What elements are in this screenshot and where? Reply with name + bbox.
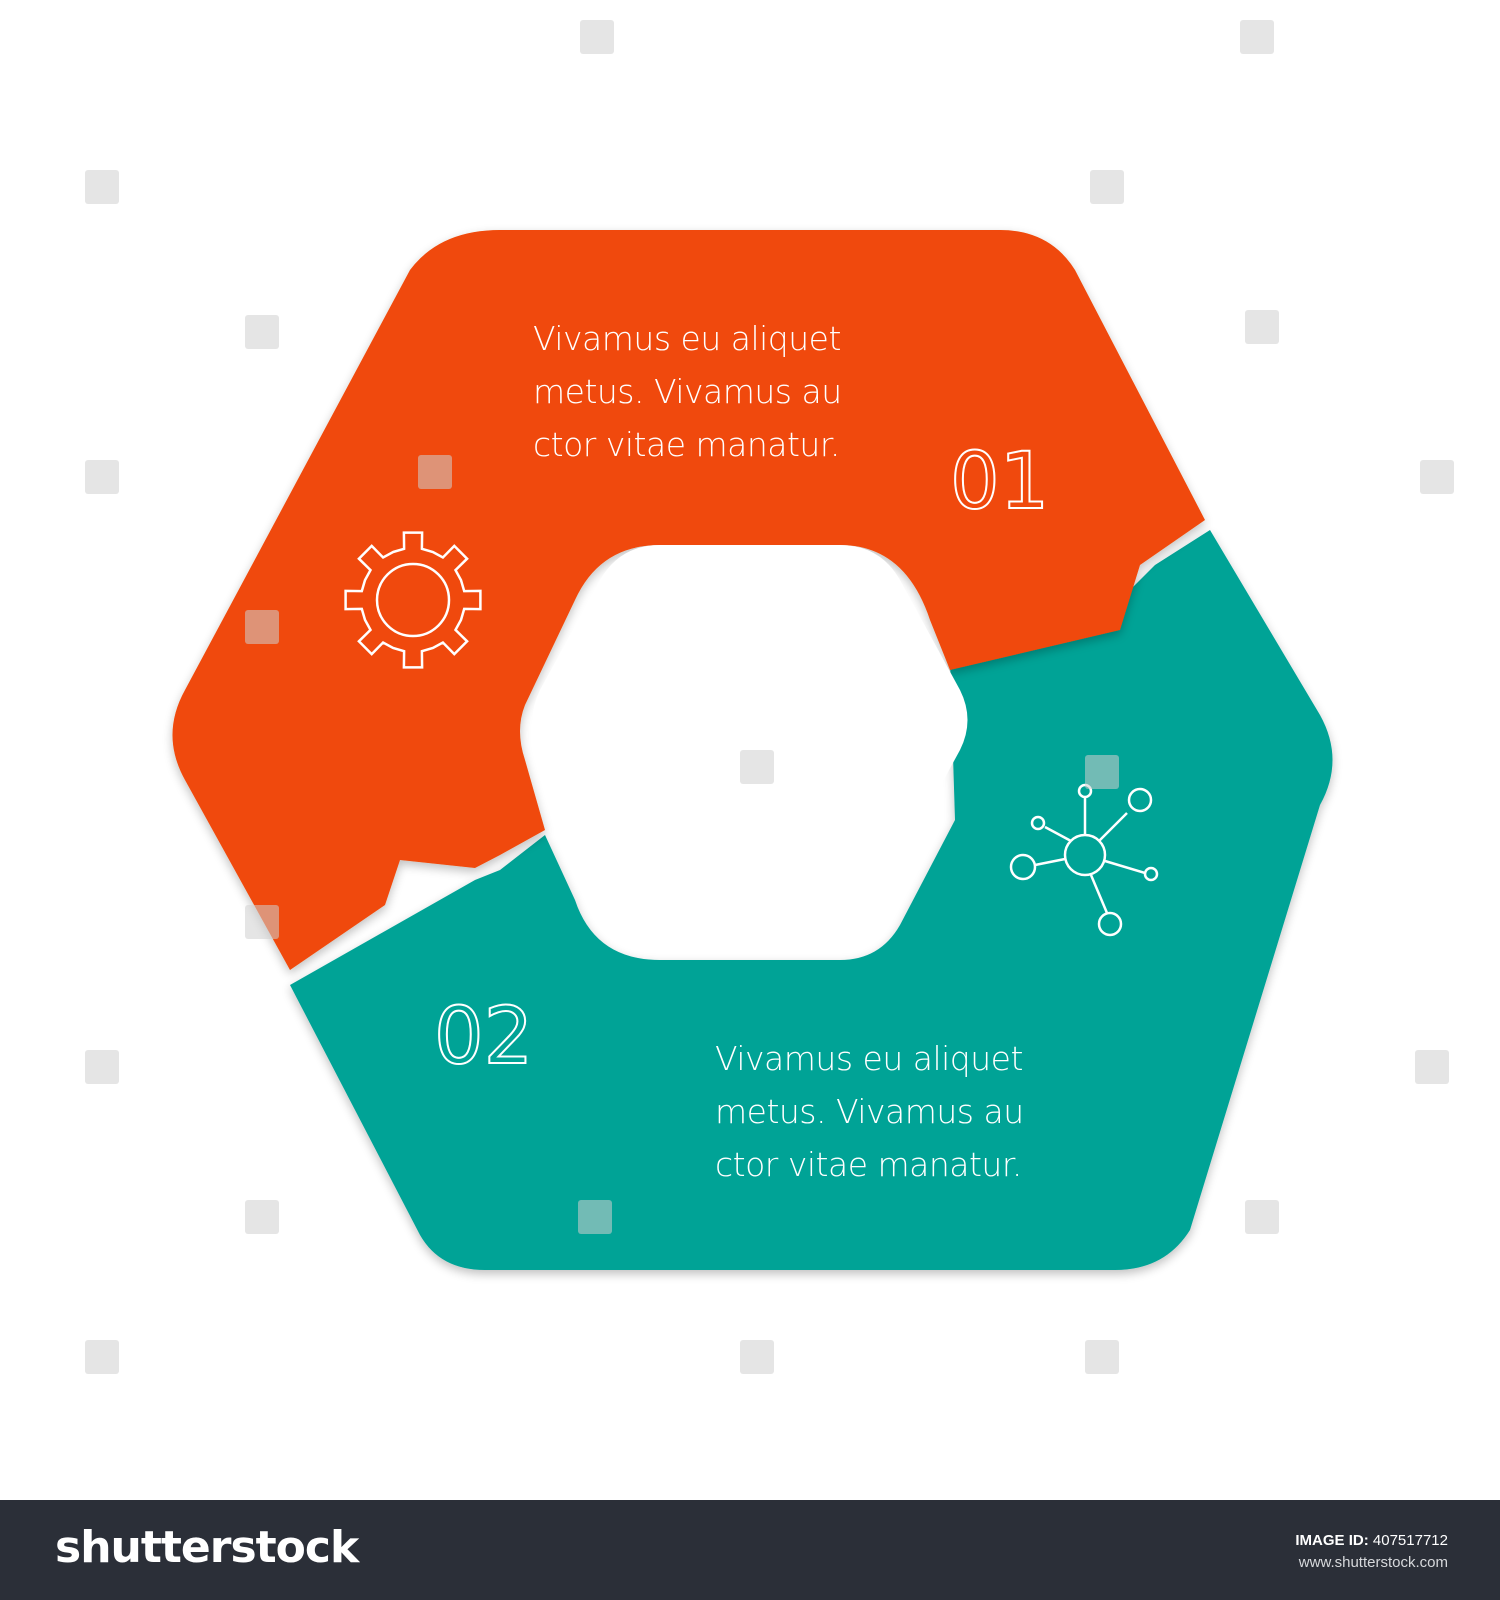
segment-01-text: Vivamus eu aliquet metus. Vivamus au cto… <box>533 312 842 471</box>
footer-logo[interactable]: shutterstock <box>55 1522 359 1573</box>
watermark-mark <box>1245 1200 1279 1234</box>
segment-01-shape <box>172 230 1205 970</box>
watermark-mark <box>580 20 614 54</box>
watermark-mark <box>740 750 774 784</box>
center-hexagon <box>532 545 968 895</box>
image-id-label: IMAGE ID: <box>1295 1532 1369 1549</box>
segment-02-text: Vivamus eu aliquet metus. Vivamus au cto… <box>715 1032 1024 1191</box>
watermark-mark <box>245 1200 279 1234</box>
network-nodes-icon <box>1009 783 1159 937</box>
segment-02-number: 02 <box>434 992 533 1082</box>
segment-01-text-line: Vivamus eu aliquet <box>533 319 841 358</box>
watermark-mark <box>245 315 279 349</box>
watermark-mark <box>578 1200 612 1234</box>
watermark-mark <box>1085 755 1119 789</box>
watermark-mark <box>418 455 452 489</box>
segment-02-shape <box>290 530 1333 1270</box>
watermark-mark <box>1090 170 1124 204</box>
watermark-mark <box>85 170 119 204</box>
watermark-mark <box>245 905 279 939</box>
watermark-mark <box>1085 1340 1119 1374</box>
watermark-layer <box>85 20 1454 1374</box>
watermark-mark <box>1415 1050 1449 1084</box>
watermark-mark <box>1420 460 1454 494</box>
segment-02-text-line: metus. Vivamus au <box>715 1092 1024 1131</box>
watermark-mark <box>1245 310 1279 344</box>
watermark-mark <box>740 1340 774 1374</box>
footer-bar: shutterstock IMAGE ID: 407517712 www.shu… <box>0 1500 1500 1600</box>
footer-url[interactable]: www.shutterstock.com <box>1298 1554 1448 1571</box>
hexagon-cycle-diagram: 01 02 <box>85 20 1454 1374</box>
watermark-mark <box>85 1340 119 1374</box>
image-id-value: 407517712 <box>1372 1532 1448 1549</box>
segment-02-text-line: ctor vitae manatur. <box>715 1145 1022 1184</box>
watermark-mark <box>85 460 119 494</box>
watermark-mark <box>245 610 279 644</box>
watermark-mark <box>1240 20 1274 54</box>
segment-01-number: 01 <box>950 437 1049 527</box>
footer-image-info: IMAGE ID: 407517712 www.shutterstock.com <box>1295 1530 1448 1574</box>
segment-01-text-line: metus. Vivamus au <box>533 372 842 411</box>
watermark-mark <box>85 1050 119 1084</box>
segment-02-text-line: Vivamus eu aliquet <box>715 1039 1023 1078</box>
gear-icon <box>344 531 482 669</box>
segment-01-text-line: ctor vitae manatur. <box>533 425 840 464</box>
